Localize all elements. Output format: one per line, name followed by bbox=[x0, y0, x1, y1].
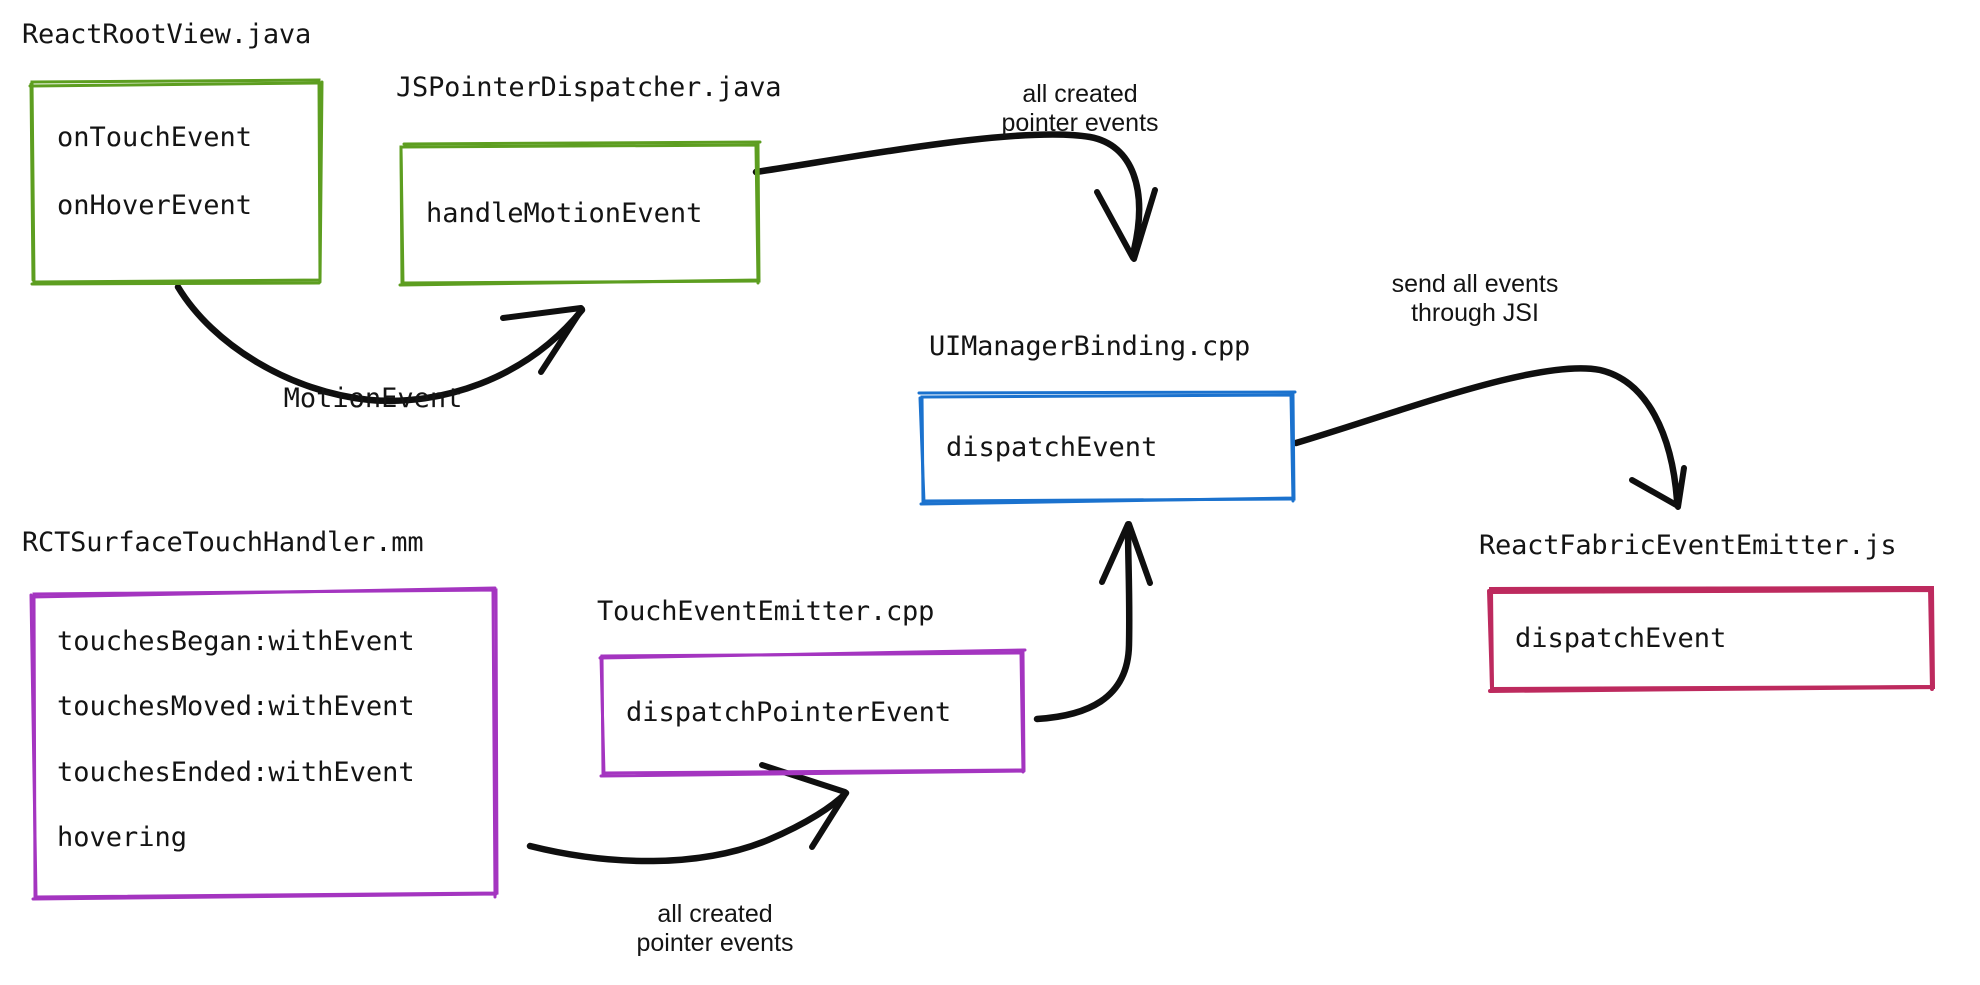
node-label-touches-ended: touchesEnded:withEvent bbox=[57, 756, 415, 788]
arrow-pointer-event-up bbox=[1033, 521, 1153, 723]
arrow-send-through-jsi bbox=[1292, 365, 1687, 510]
node-label-hovering: hovering bbox=[57, 821, 188, 853]
edge-label-send-through-jsi: send all events through JSI bbox=[1391, 270, 1559, 327]
edge-label-ios-pointer-events: all created pointer events bbox=[636, 900, 794, 957]
node-box-react-fabric-event-emitter[interactable]: dispatchEvent bbox=[1487, 585, 1936, 693]
node-box-touch-event-emitter[interactable]: dispatchPointerEvent bbox=[598, 648, 1027, 778]
node-box-react-root-view[interactable]: onTouchEvent onHoverEvent bbox=[28, 78, 324, 286]
node-title-ui-manager-binding: UIManagerBinding.cpp bbox=[929, 331, 1251, 362]
node-label-on-touch-event: onTouchEvent bbox=[57, 121, 253, 153]
node-label-dispatch-event-cpp: dispatchEvent bbox=[946, 432, 1158, 463]
node-label-touches-moved: touchesMoved:withEvent bbox=[57, 691, 415, 723]
edge-label-motion-event: MotionEvent bbox=[283, 383, 463, 414]
node-title-rct-surface-touch-handler: RCTSurfaceTouchHandler.mm bbox=[22, 527, 424, 558]
edge-label-android-pointer-events: all created pointer events bbox=[1001, 80, 1159, 137]
node-title-react-fabric-event-emitter: ReactFabricEventEmitter.js bbox=[1479, 530, 1897, 561]
node-label-touches-began: touchesBegan:withEvent bbox=[57, 626, 415, 658]
node-label-dispatch-pointer-event: dispatchPointerEvent bbox=[626, 696, 952, 728]
node-box-rct-surface-touch-handler[interactable]: touchesBegan:withEvent touchesMoved:with… bbox=[29, 586, 499, 901]
node-box-ui-manager-binding[interactable]: dispatchEvent bbox=[917, 390, 1297, 506]
node-label-on-hover-event: onHoverEvent bbox=[57, 189, 253, 221]
node-label-dispatch-event-js: dispatchEvent bbox=[1515, 622, 1727, 654]
node-title-touch-event-emitter: TouchEventEmitter.cpp bbox=[597, 596, 935, 627]
arrow-ios-pointer-events bbox=[526, 762, 850, 865]
node-title-js-pointer-dispatcher: JSPointerDispatcher.java bbox=[396, 72, 782, 103]
node-box-js-pointer-dispatcher[interactable]: handleMotionEvent bbox=[398, 140, 762, 287]
arrow-android-pointer-events bbox=[752, 131, 1158, 262]
node-title-react-root-view: ReactRootView.java bbox=[22, 19, 311, 50]
node-label-handle-motion-event: handleMotionEvent bbox=[426, 198, 703, 229]
